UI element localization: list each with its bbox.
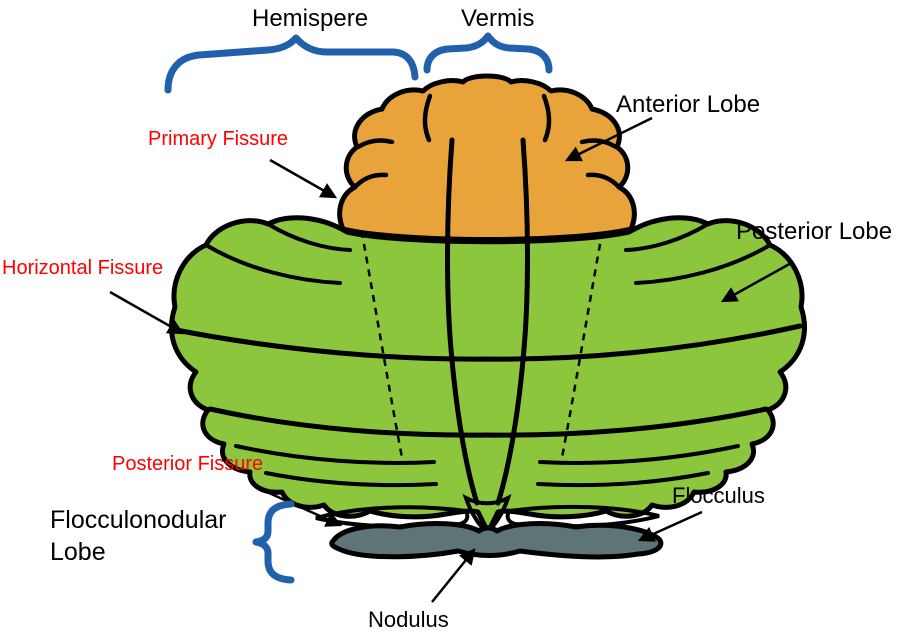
folia-line-upper-left (204, 243, 342, 285)
vermis-brace (423, 32, 553, 74)
anterior-inner-line-right (541, 93, 552, 143)
vermis-label: Vermis (461, 5, 535, 32)
anterior-notch-right (579, 138, 619, 150)
hemisphere-brace (164, 34, 419, 94)
vermis-tail-shape (462, 493, 512, 536)
folia-line-shoulder-left (266, 222, 352, 252)
vermis-line-right (495, 137, 530, 506)
anterior-curl-left (353, 172, 389, 189)
horizontal-fissure-line (173, 323, 803, 362)
posterior-lobe-label: Posterior Lobe (736, 218, 893, 245)
anterior-curl-right (585, 172, 621, 189)
posterior-fissure-arrow (257, 486, 343, 527)
anterior-lobe-label: Anterior Lobe (616, 91, 761, 118)
anterior-inner-line-left (422, 93, 433, 143)
posterior-folia-line (207, 406, 769, 438)
nodulus-arrow (431, 548, 476, 603)
anterior-notch-left (355, 138, 395, 150)
hemisphere-label: Hemispere (252, 5, 369, 32)
primary-fissure-label: Primary Fissure (148, 128, 289, 150)
folia-line-bottom-left (264, 471, 438, 488)
folia-line-bottom-right (536, 471, 710, 488)
posterior-lobe-arrow (720, 260, 794, 303)
flocculus-label: Flocculus (672, 483, 765, 508)
posterior-fissure-label: Posterior Fissure (112, 453, 264, 475)
anterior-lobe-shape (337, 73, 637, 242)
folia-line-lower-left (234, 444, 436, 465)
primary-fissure-arrow (269, 158, 338, 199)
posterior-lobe-shape (169, 215, 807, 534)
flocculonodular-lobe-shape (329, 521, 664, 560)
flocculonodular-lobe-label: Flocculonodular Lobe (50, 506, 227, 566)
folia-line-upper-right (634, 243, 772, 285)
vermis-line-left (445, 137, 480, 506)
horizontal-fissure-label: Horizontal Fissure (2, 257, 164, 279)
flocculus-arrow (637, 510, 703, 542)
nodulus-label: Nodulus (368, 607, 449, 632)
folia-line-shoulder-right (624, 222, 710, 252)
flocculonodular-brace (252, 500, 295, 584)
horizontal-fissure-arrow (109, 290, 185, 335)
anterior-lobe-arrow (564, 116, 653, 162)
